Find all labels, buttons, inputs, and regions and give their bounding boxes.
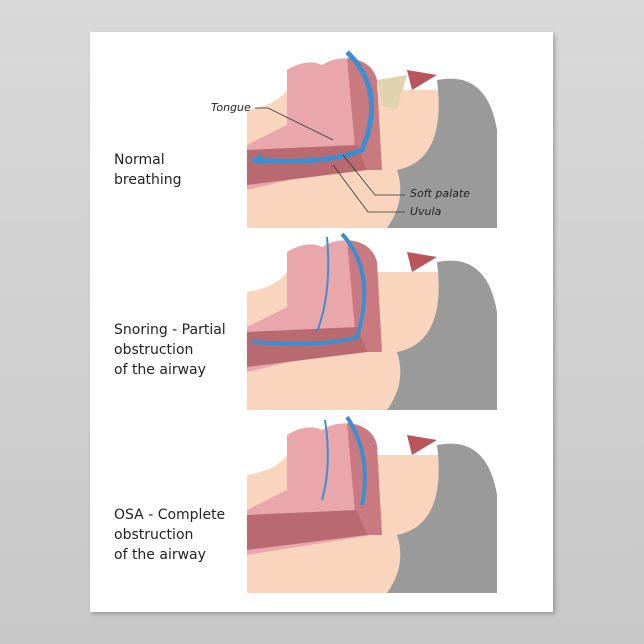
panel-snoring: Snoring - Partial obstruction of the air… (90, 232, 553, 412)
airflow-arrow (251, 50, 375, 164)
leader-lines (255, 107, 405, 213)
normal-breathing-illustration (247, 50, 501, 228)
caption: Snoring - Partial obstruction of the air… (114, 322, 226, 378)
osa-illustration (247, 415, 501, 593)
panel-osa: OSA - Complete obstruction of the airway (90, 415, 553, 595)
snoring-illustration (247, 232, 501, 410)
label-tongue: Tongue (211, 101, 251, 114)
label-soft-palate: Soft palate (410, 187, 470, 200)
caption: OSA - Complete obstruction of the airway (114, 507, 226, 563)
poster: Normal breathing Tongue Soft palate Uvul… (90, 32, 553, 612)
panel-normal-breathing: Normal breathing Tongue Soft palate Uvul… (90, 50, 553, 230)
label-uvula: Uvula (410, 205, 442, 218)
caption: Normal breathing (114, 152, 182, 188)
